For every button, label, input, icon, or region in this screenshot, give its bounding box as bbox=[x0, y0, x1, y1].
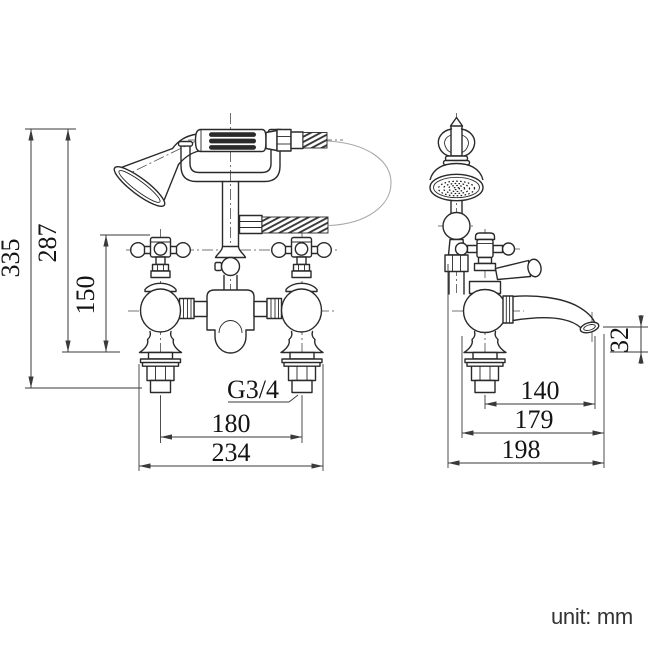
handset-head bbox=[113, 133, 200, 207]
side-cross-handle bbox=[454, 232, 516, 272]
dim-overall-depth-label: 198 bbox=[502, 435, 541, 464]
dim-body-to-spout-tip: 179 bbox=[462, 405, 604, 436]
handset-finial bbox=[437, 116, 476, 166]
dim-inlet-centres-label: 180 bbox=[212, 409, 251, 438]
shower-hose-coil-lower bbox=[262, 217, 328, 233]
side-inlet-leg bbox=[463, 330, 507, 394]
dim-deck-to-handset-top: 287 bbox=[33, 129, 71, 352]
dim-deck-to-hose-outlet-label: 150 bbox=[71, 276, 100, 315]
front-view bbox=[113, 128, 392, 394]
mixer-body bbox=[178, 289, 283, 354]
dim-inlet-centres: 180 bbox=[160, 409, 302, 440]
dim-spout-to-deck-label: 32 bbox=[605, 327, 634, 353]
dim-centre-to-spout-end-label: 140 bbox=[521, 376, 560, 405]
inlet-leg-right bbox=[280, 330, 324, 394]
hose-outlet-tee bbox=[238, 214, 329, 235]
dim-inlet-thread: G3/4 bbox=[227, 375, 299, 404]
shower-hose-coil-upper bbox=[302, 132, 328, 149]
dim-overall-width-label: 234 bbox=[212, 438, 251, 467]
side-body-and-spout bbox=[462, 280, 600, 334]
lever-handle bbox=[494, 258, 542, 281]
dim-deck-to-handset-top-label: 287 bbox=[33, 224, 62, 263]
unit-note: unit: mm bbox=[551, 604, 633, 629]
side-view bbox=[429, 116, 600, 394]
hose-loop-phantom bbox=[326, 140, 392, 227]
dim-overall-depth: 198 bbox=[448, 435, 604, 466]
riser-column bbox=[214, 180, 247, 291]
inlet-leg-left bbox=[138, 330, 183, 394]
dim-body-to-spout-tip-label: 179 bbox=[515, 405, 554, 434]
dim-centre-to-spout-end: 140 bbox=[485, 376, 595, 407]
dim-overall-width: 234 bbox=[139, 438, 323, 469]
dim-spout-to-deck: 32 bbox=[605, 315, 644, 364]
dim-inlet-thread-label: G3/4 bbox=[227, 375, 279, 404]
shower-head bbox=[429, 162, 484, 202]
spout-outlet bbox=[579, 321, 600, 334]
handset-grip bbox=[194, 128, 304, 153]
dim-overall-height: 335 bbox=[0, 129, 34, 388]
centerlines bbox=[121, 113, 593, 398]
dim-deck-to-hose-outlet: 150 bbox=[71, 235, 109, 352]
dimensions: 335 287 150 G3/4 180 234 140 179 bbox=[0, 128, 648, 471]
dim-overall-height-label: 335 bbox=[0, 239, 25, 278]
